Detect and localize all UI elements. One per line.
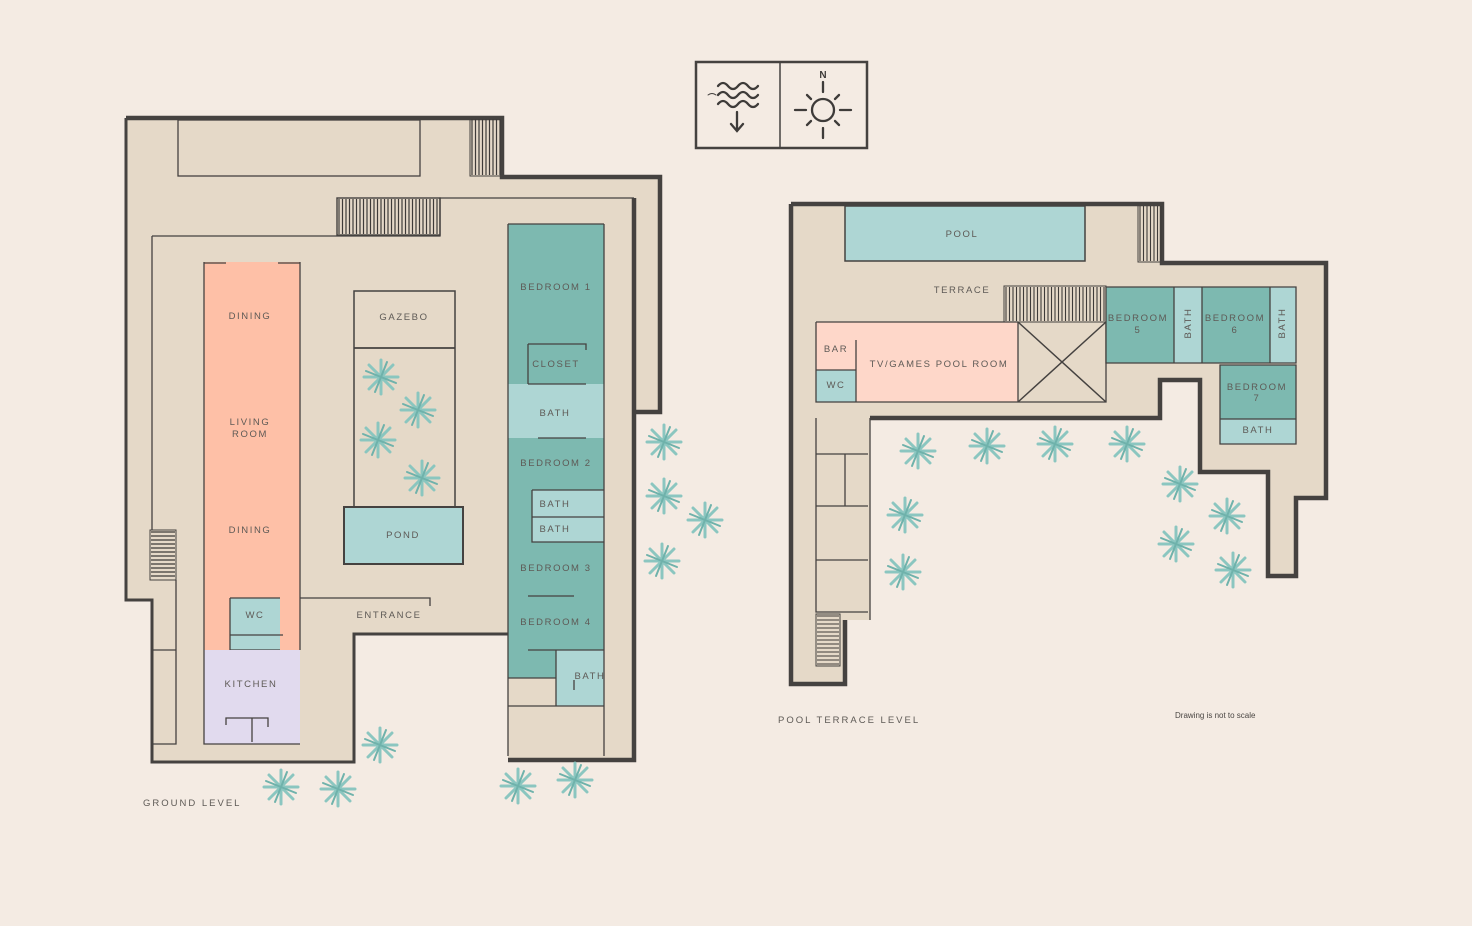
label-gazebo: GAZEBO: [379, 312, 428, 323]
label-bedroom-2: BEDROOM 2: [520, 458, 591, 469]
label-bath-4: BATH: [574, 671, 605, 682]
pool-terrace-level-plan: POOL TERRACE BAR WC TV/GAMES POOL ROOM B…: [778, 201, 1329, 726]
stairs-ground-left: [149, 529, 177, 581]
label-bath-5: BATH: [1183, 307, 1194, 338]
label-tv-games-room: TV/GAMES POOL ROOM: [870, 359, 1009, 370]
label-bath-7: BATH: [1242, 425, 1273, 436]
label-living-room-2: ROOM: [232, 429, 268, 440]
stairs-ground-top: [469, 117, 503, 177]
bath-6: [1270, 287, 1296, 363]
bath-1: [508, 384, 604, 438]
sun-compass-icon: [793, 80, 853, 140]
sea-waves-icon: [707, 81, 760, 133]
wc-ground: [230, 598, 280, 650]
label-pond: POND: [386, 530, 420, 541]
label-bedroom-4: BEDROOM 4: [520, 617, 591, 628]
label-living-room-1: LIVING: [230, 417, 271, 428]
label-bedroom-5-line2: 5: [1135, 325, 1142, 336]
void-cross: [1017, 321, 1107, 403]
stairs-terrace-top: [1137, 204, 1163, 263]
stairs-ground-middle: [336, 197, 441, 236]
bath-5: [1174, 287, 1202, 363]
ground-level-title: GROUND LEVEL: [143, 798, 241, 809]
bath-7: [1220, 419, 1296, 444]
label-bedroom-7-line2: 7: [1254, 393, 1261, 404]
label-bath-1: BATH: [539, 408, 570, 419]
label-bedroom-3: BEDROOM 3: [520, 563, 591, 574]
label-terrace: TERRACE: [934, 285, 991, 296]
bath-2: [532, 490, 604, 542]
label-bath-2b: BATH: [539, 524, 570, 535]
label-wc-terrace: WC: [826, 380, 845, 391]
scale-note: Drawing is not to scale: [1175, 711, 1256, 720]
label-wc: WC: [245, 610, 264, 621]
living-dining-area: [204, 262, 300, 650]
label-bedroom-5-line1: BEDROOM: [1108, 313, 1168, 324]
label-kitchen: KITCHEN: [225, 679, 278, 690]
label-bath-6: BATH: [1277, 307, 1288, 338]
label-bedroom-1: BEDROOM 1: [520, 282, 591, 293]
pool-terrace-level-title: POOL TERRACE LEVEL: [778, 715, 920, 726]
bedroom-7: [1220, 365, 1296, 419]
label-pool: POOL: [946, 229, 979, 240]
label-entrance: ENTRANCE: [356, 610, 421, 621]
bedroom-column: [508, 224, 604, 706]
wc-terrace: [816, 370, 856, 402]
bath-4: [556, 650, 604, 706]
north-label: N: [819, 70, 826, 81]
legend-box: N: [694, 60, 869, 150]
label-bar: BAR: [824, 344, 848, 355]
label-dining-top: DINING: [229, 311, 272, 322]
pool-area: [844, 205, 1086, 262]
pond-area: [343, 506, 464, 565]
ground-level-plan: DINING LIVING ROOM DINING WC KITCHEN GAZ…: [124, 115, 724, 809]
label-bedroom-6-line2: 6: [1232, 325, 1239, 336]
label-closet: CLOSET: [532, 359, 580, 370]
label-bedroom-6-line1: BEDROOM: [1205, 313, 1265, 324]
label-dining-bottom: DINING: [229, 525, 272, 536]
label-bedroom-7-line1: BEDROOM: [1227, 382, 1287, 393]
label-bath-2a: BATH: [539, 499, 570, 510]
terrace-plants: [884, 425, 1252, 591]
stairs-terrace-bottom: [815, 613, 841, 667]
